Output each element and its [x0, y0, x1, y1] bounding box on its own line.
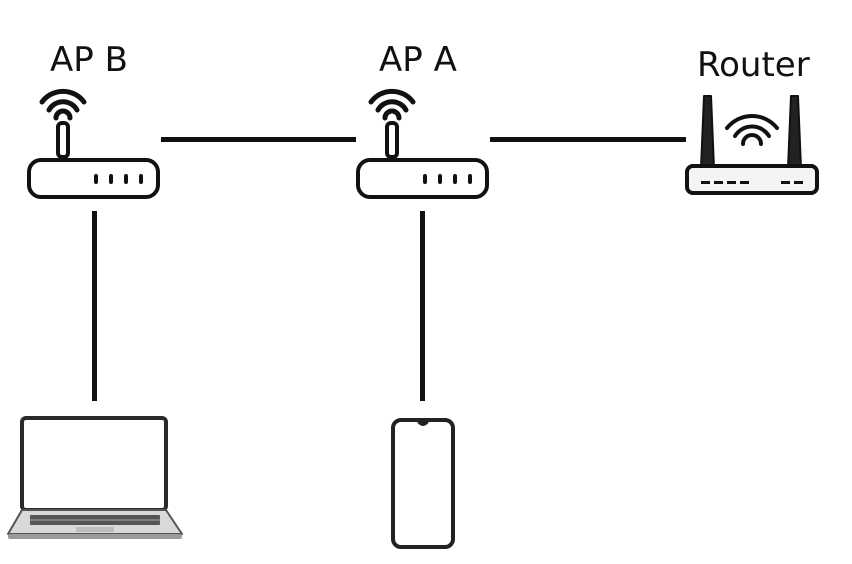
link-ap-a-to-router [490, 137, 686, 142]
ap-b-label: AP B [50, 40, 128, 80]
router-icon [683, 90, 823, 200]
access-point-icon [351, 85, 496, 205]
access-point-icon [22, 85, 167, 205]
router-label: Router [697, 45, 810, 85]
laptop-icon [6, 416, 184, 544]
ap-a-label: AP A [379, 40, 457, 80]
link-ap-a-to-phone [420, 211, 425, 401]
smartphone-icon [390, 418, 456, 550]
link-ap-b-to-laptop [92, 211, 97, 401]
link-ap-b-to-ap-a [161, 137, 356, 142]
